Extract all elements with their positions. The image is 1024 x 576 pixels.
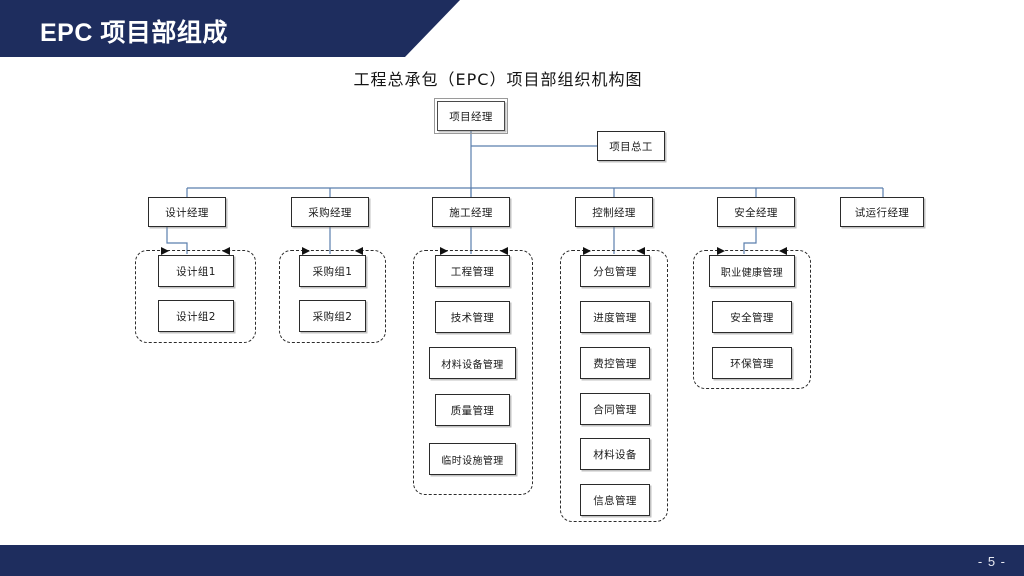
node-safety-sub-2[interactable]: 安全管理 bbox=[712, 301, 792, 333]
node-label: 控制经理 bbox=[592, 206, 636, 219]
node-label: 设计经理 bbox=[165, 206, 209, 219]
node-label: 信息管理 bbox=[593, 494, 637, 507]
node-label: 设计组1 bbox=[176, 265, 216, 278]
node-label: 采购组2 bbox=[312, 310, 353, 323]
node-construction-sub-5[interactable]: 临时设施管理 bbox=[429, 443, 516, 475]
node-label: 费控管理 bbox=[593, 357, 637, 370]
node-label: 材料设备 bbox=[593, 448, 637, 461]
node-label: 环保管理 bbox=[730, 357, 774, 370]
node-label: 合同管理 bbox=[593, 403, 637, 416]
node-label: 试运行经理 bbox=[854, 206, 910, 219]
node-label: 分包管理 bbox=[593, 265, 637, 278]
group-control bbox=[560, 250, 668, 522]
node-procurement-team-1[interactable]: 采购组1 bbox=[299, 255, 366, 287]
node-construction-sub-4[interactable]: 质量管理 bbox=[435, 394, 510, 426]
chart-title-text: 工程总承包（EPC）项目部组织机构图 bbox=[353, 70, 643, 89]
node-control-sub-5[interactable]: 材料设备 bbox=[580, 438, 650, 470]
group-safety bbox=[693, 250, 811, 389]
node-commissioning-manager[interactable]: 试运行经理 bbox=[840, 197, 924, 227]
node-construction-sub-2[interactable]: 技术管理 bbox=[435, 301, 510, 333]
group-construction bbox=[413, 250, 533, 495]
group-design bbox=[135, 250, 256, 343]
node-label: 材料设备管理 bbox=[441, 359, 504, 371]
node-safety-sub-1[interactable]: 职业健康管理 bbox=[709, 255, 795, 287]
page-title: EPC 项目部组成 bbox=[40, 19, 228, 47]
node-construction-sub-1[interactable]: 工程管理 bbox=[435, 255, 510, 287]
node-label: 工程管理 bbox=[450, 265, 495, 278]
node-label: 临时设施管理 bbox=[441, 455, 504, 467]
chart-title: 工程总承包（EPC）项目部组织机构图 bbox=[0, 66, 1024, 90]
node-label: 施工经理 bbox=[449, 206, 493, 219]
node-label: 技术管理 bbox=[450, 311, 495, 324]
node-label: 设计组2 bbox=[176, 310, 216, 323]
node-design-team-1[interactable]: 设计组1 bbox=[158, 255, 234, 287]
node-design-team-2[interactable]: 设计组2 bbox=[158, 300, 234, 332]
node-construction-manager[interactable]: 施工经理 bbox=[432, 197, 510, 227]
node-control-sub-2[interactable]: 进度管理 bbox=[580, 301, 650, 333]
node-label: 安全管理 bbox=[730, 311, 774, 324]
node-safety-manager[interactable]: 安全经理 bbox=[717, 197, 795, 227]
node-label: 采购经理 bbox=[308, 206, 352, 219]
node-control-manager[interactable]: 控制经理 bbox=[575, 197, 653, 227]
node-control-sub-3[interactable]: 费控管理 bbox=[580, 347, 650, 379]
node-safety-sub-3[interactable]: 环保管理 bbox=[712, 347, 792, 379]
node-label: 安全经理 bbox=[734, 206, 778, 219]
node-procurement-team-2[interactable]: 采购组2 bbox=[299, 300, 366, 332]
node-label: 采购组1 bbox=[312, 265, 353, 278]
node-design-manager[interactable]: 设计经理 bbox=[148, 197, 226, 227]
node-label: 项目经理 bbox=[449, 110, 493, 123]
node-label: 项目总工 bbox=[609, 140, 653, 153]
node-control-sub-6[interactable]: 信息管理 bbox=[580, 484, 650, 516]
page-number: - 5 - bbox=[977, 554, 1006, 569]
footer-bar bbox=[0, 545, 1024, 576]
group-procurement bbox=[279, 250, 386, 343]
title-banner bbox=[0, 0, 460, 57]
node-construction-sub-3[interactable]: 材料设备管理 bbox=[429, 347, 516, 379]
node-control-sub-1[interactable]: 分包管理 bbox=[580, 255, 650, 287]
node-label: 职业健康管理 bbox=[720, 267, 784, 279]
node-label: 进度管理 bbox=[593, 311, 637, 324]
node-project-manager[interactable]: 项目经理 bbox=[434, 98, 508, 134]
node-label: 质量管理 bbox=[450, 404, 495, 417]
node-control-sub-4[interactable]: 合同管理 bbox=[580, 393, 650, 425]
node-chief-engineer[interactable]: 项目总工 bbox=[597, 131, 665, 161]
node-procurement-manager[interactable]: 采购经理 bbox=[291, 197, 369, 227]
